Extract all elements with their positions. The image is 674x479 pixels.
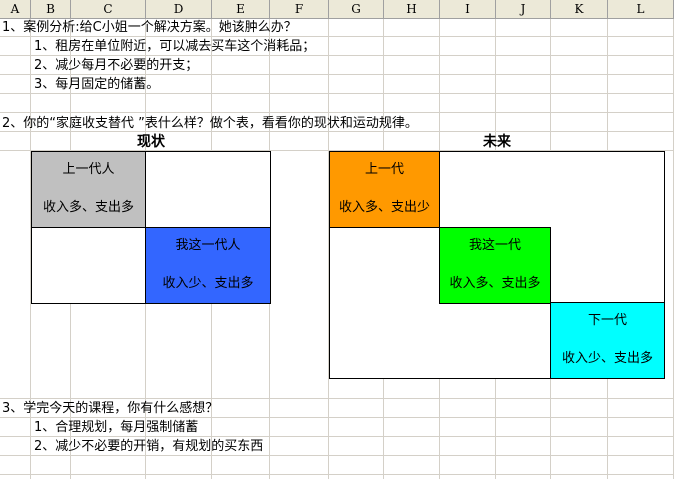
generation-label: 上一代: [364, 162, 404, 177]
column-header[interactable]: B: [31, 0, 71, 18]
generation-label: 我这一代人: [175, 238, 241, 253]
generation-description: 收入少、支出多: [561, 351, 653, 366]
column-header[interactable]: D: [146, 0, 212, 18]
column-header[interactable]: L: [608, 0, 674, 18]
answer-1-3: 3、每月固定的储蓄。: [34, 77, 160, 92]
column-header[interactable]: A: [0, 0, 31, 18]
column-header[interactable]: H: [384, 0, 440, 18]
current-my-generation-cell[interactable]: 我这一代人 收入少、支出多: [145, 227, 271, 304]
column-header-row: A B C D E F G H I J K L: [0, 0, 674, 19]
column-header[interactable]: G: [329, 0, 384, 18]
question-2: 2、你的“家庭收支替代 ”表什么样？做个表，看看你的现状和运动规律。: [2, 116, 418, 131]
generation-description: 收入多、支出多: [449, 276, 541, 291]
generation-description: 收入少、支出多: [162, 276, 254, 291]
future-my-generation-cell[interactable]: 我这一代 收入多、支出多: [439, 227, 551, 304]
current-table-title: 现状: [137, 134, 165, 150]
generation-label: 上一代人: [62, 162, 115, 177]
column-header[interactable]: J: [496, 0, 551, 18]
current-upper-generation-cell[interactable]: 上一代人 收入多、支出多: [31, 151, 146, 228]
question-1: 1、案例分析:给C小姐一个解决方案。她该肿么办？: [2, 20, 297, 35]
column-header[interactable]: I: [440, 0, 496, 18]
answer-3-1: 1、合理规划，每月强制储蓄: [34, 420, 199, 435]
column-header[interactable]: K: [551, 0, 608, 18]
generation-description: 收入多、支出少: [338, 200, 430, 215]
answer-1-1: 1、租房在单位附近，可以减去买车这个消耗品；: [34, 39, 316, 54]
generation-description: 收入多、支出多: [42, 200, 134, 215]
future-upper-generation-cell[interactable]: 上一代 收入多、支出少: [329, 151, 440, 228]
future-next-generation-cell[interactable]: 下一代 收入少、支出多: [550, 302, 665, 379]
column-header[interactable]: C: [71, 0, 146, 18]
column-header[interactable]: E: [212, 0, 270, 18]
column-header[interactable]: F: [270, 0, 329, 18]
generation-label: 下一代: [587, 313, 627, 328]
future-table-title: 未来: [483, 134, 511, 150]
answer-1-2: 2、减少每月不必要的开支；: [34, 58, 199, 73]
generation-label: 我这一代: [468, 238, 521, 253]
answer-3-2: 2、减少不必要的开销，有规划的买东西: [34, 439, 264, 454]
question-3: 3、学完今天的课程，你有什么感想？: [2, 401, 219, 416]
